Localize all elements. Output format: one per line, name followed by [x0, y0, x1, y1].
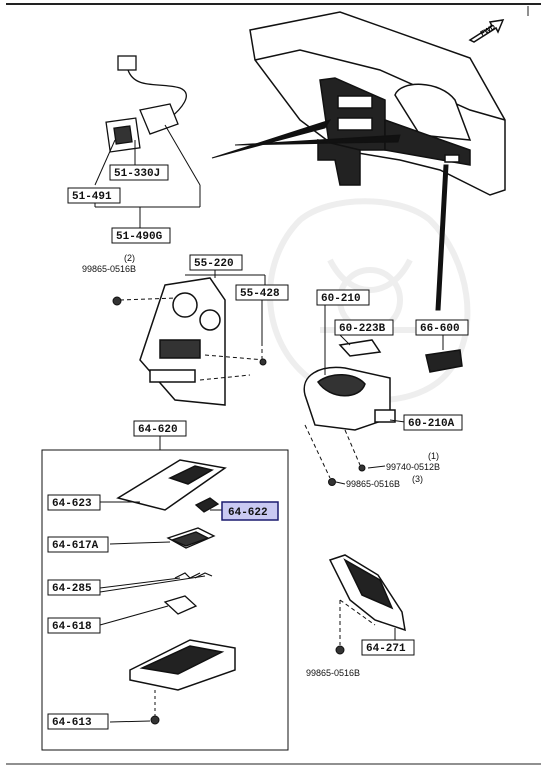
side-panel-64-271 — [328, 554, 406, 632]
part-number-99865-a: 99865-0516B — [82, 264, 136, 274]
callout-55-220: 55-220 — [189, 254, 243, 271]
svg-text:51-490G: 51-490G — [116, 231, 163, 243]
leader-99740 — [367, 465, 386, 469]
svg-text:64-617A: 64-617A — [52, 540, 99, 552]
svg-text:64-620: 64-620 — [138, 424, 178, 436]
callout-labels: 51-330J 51-491 51-490G 55-220 55-428 60-… — [47, 164, 469, 730]
callout-60-223B: 60-223B — [334, 319, 394, 336]
part-number-labels: (2) 99865-0516B (1) 99740-0512B 99865-05… — [82, 253, 440, 678]
console-leaders — [324, 305, 444, 423]
part-qty-99865-b: (3) — [412, 474, 423, 484]
callout-64-622: 64-622 — [221, 501, 279, 521]
svg-text:64-271: 64-271 — [366, 643, 406, 655]
group-box-64-620 — [41, 449, 289, 751]
callout-64-618: 64-618 — [47, 617, 101, 634]
callout-64-285: 64-285 — [47, 579, 101, 596]
part-qty-99865-a: (2) — [124, 253, 135, 263]
svg-text:64-618: 64-618 — [52, 621, 92, 633]
callout-64-613: 64-613 — [47, 713, 109, 730]
callout-60-210: 60-210 — [316, 289, 370, 306]
center-bezel — [139, 277, 226, 406]
svg-text:60-223B: 60-223B — [339, 323, 386, 335]
box-leaders — [99, 501, 222, 723]
svg-text:64-285: 64-285 — [52, 583, 92, 595]
part-number-99865-b: 99865-0516B — [346, 479, 400, 489]
part-qty-99740: (1) — [428, 451, 439, 461]
svg-text:64-613: 64-613 — [52, 717, 92, 729]
switch-assembly — [105, 55, 187, 153]
svg-text:66-600: 66-600 — [420, 323, 460, 335]
part-number-99740: 99740-0512B — [386, 462, 440, 472]
callout-64-271: 64-271 — [361, 639, 415, 656]
fwd-arrow-icon: FWD — [468, 19, 505, 43]
callout-51-330J: 51-330J — [109, 164, 169, 181]
callout-64-623: 64-623 — [47, 494, 101, 511]
svg-text:55-428: 55-428 — [240, 288, 280, 300]
tray-64-613 — [129, 639, 236, 691]
callout-66-600: 66-600 — [415, 319, 469, 336]
screw-icon-4 — [335, 645, 345, 655]
leader-99865-b — [335, 481, 346, 485]
callout-64-617A: 64-617A — [47, 536, 109, 553]
side-panel-dashed — [339, 599, 376, 645]
screw-icon-1 — [112, 296, 267, 366]
plate-64-617A — [166, 527, 216, 549]
callout-55-428: 55-428 — [235, 284, 289, 301]
callout-51-490G: 51-490G — [111, 227, 171, 244]
callout-lines-mid-left — [185, 270, 266, 345]
svg-text:51-330J: 51-330J — [114, 168, 160, 180]
clip-64-622 — [194, 497, 220, 513]
callout-64-620: 64-620 — [133, 420, 187, 437]
spring-64-285 — [174, 572, 213, 579]
lid-64-623 — [116, 459, 227, 511]
console-dashed — [304, 424, 361, 479]
screw-icon-2 — [328, 464, 366, 486]
latch-64-618 — [163, 595, 198, 615]
page-border — [6, 3, 541, 765]
svg-text:64-623: 64-623 — [52, 498, 92, 510]
svg-text:55-220: 55-220 — [194, 258, 234, 270]
callout-lines-top-left — [94, 124, 201, 228]
screw-icon-3 — [150, 715, 160, 725]
fwd-label: FWD — [480, 24, 497, 38]
callout-60-210A: 60-210A — [403, 414, 463, 431]
svg-text:60-210A: 60-210A — [408, 418, 455, 430]
console-panel — [303, 339, 463, 431]
highlight-box — [221, 501, 279, 521]
part-number-99865-c: 99865-0516B — [306, 668, 360, 678]
leader-wedges — [211, 119, 449, 311]
svg-text:60-210: 60-210 — [321, 293, 361, 305]
callout-51-491: 51-491 — [67, 187, 121, 204]
svg-text:51-491: 51-491 — [72, 191, 112, 203]
svg-text:64-622: 64-622 — [228, 507, 268, 519]
dashboard-assembly — [249, 11, 506, 196]
